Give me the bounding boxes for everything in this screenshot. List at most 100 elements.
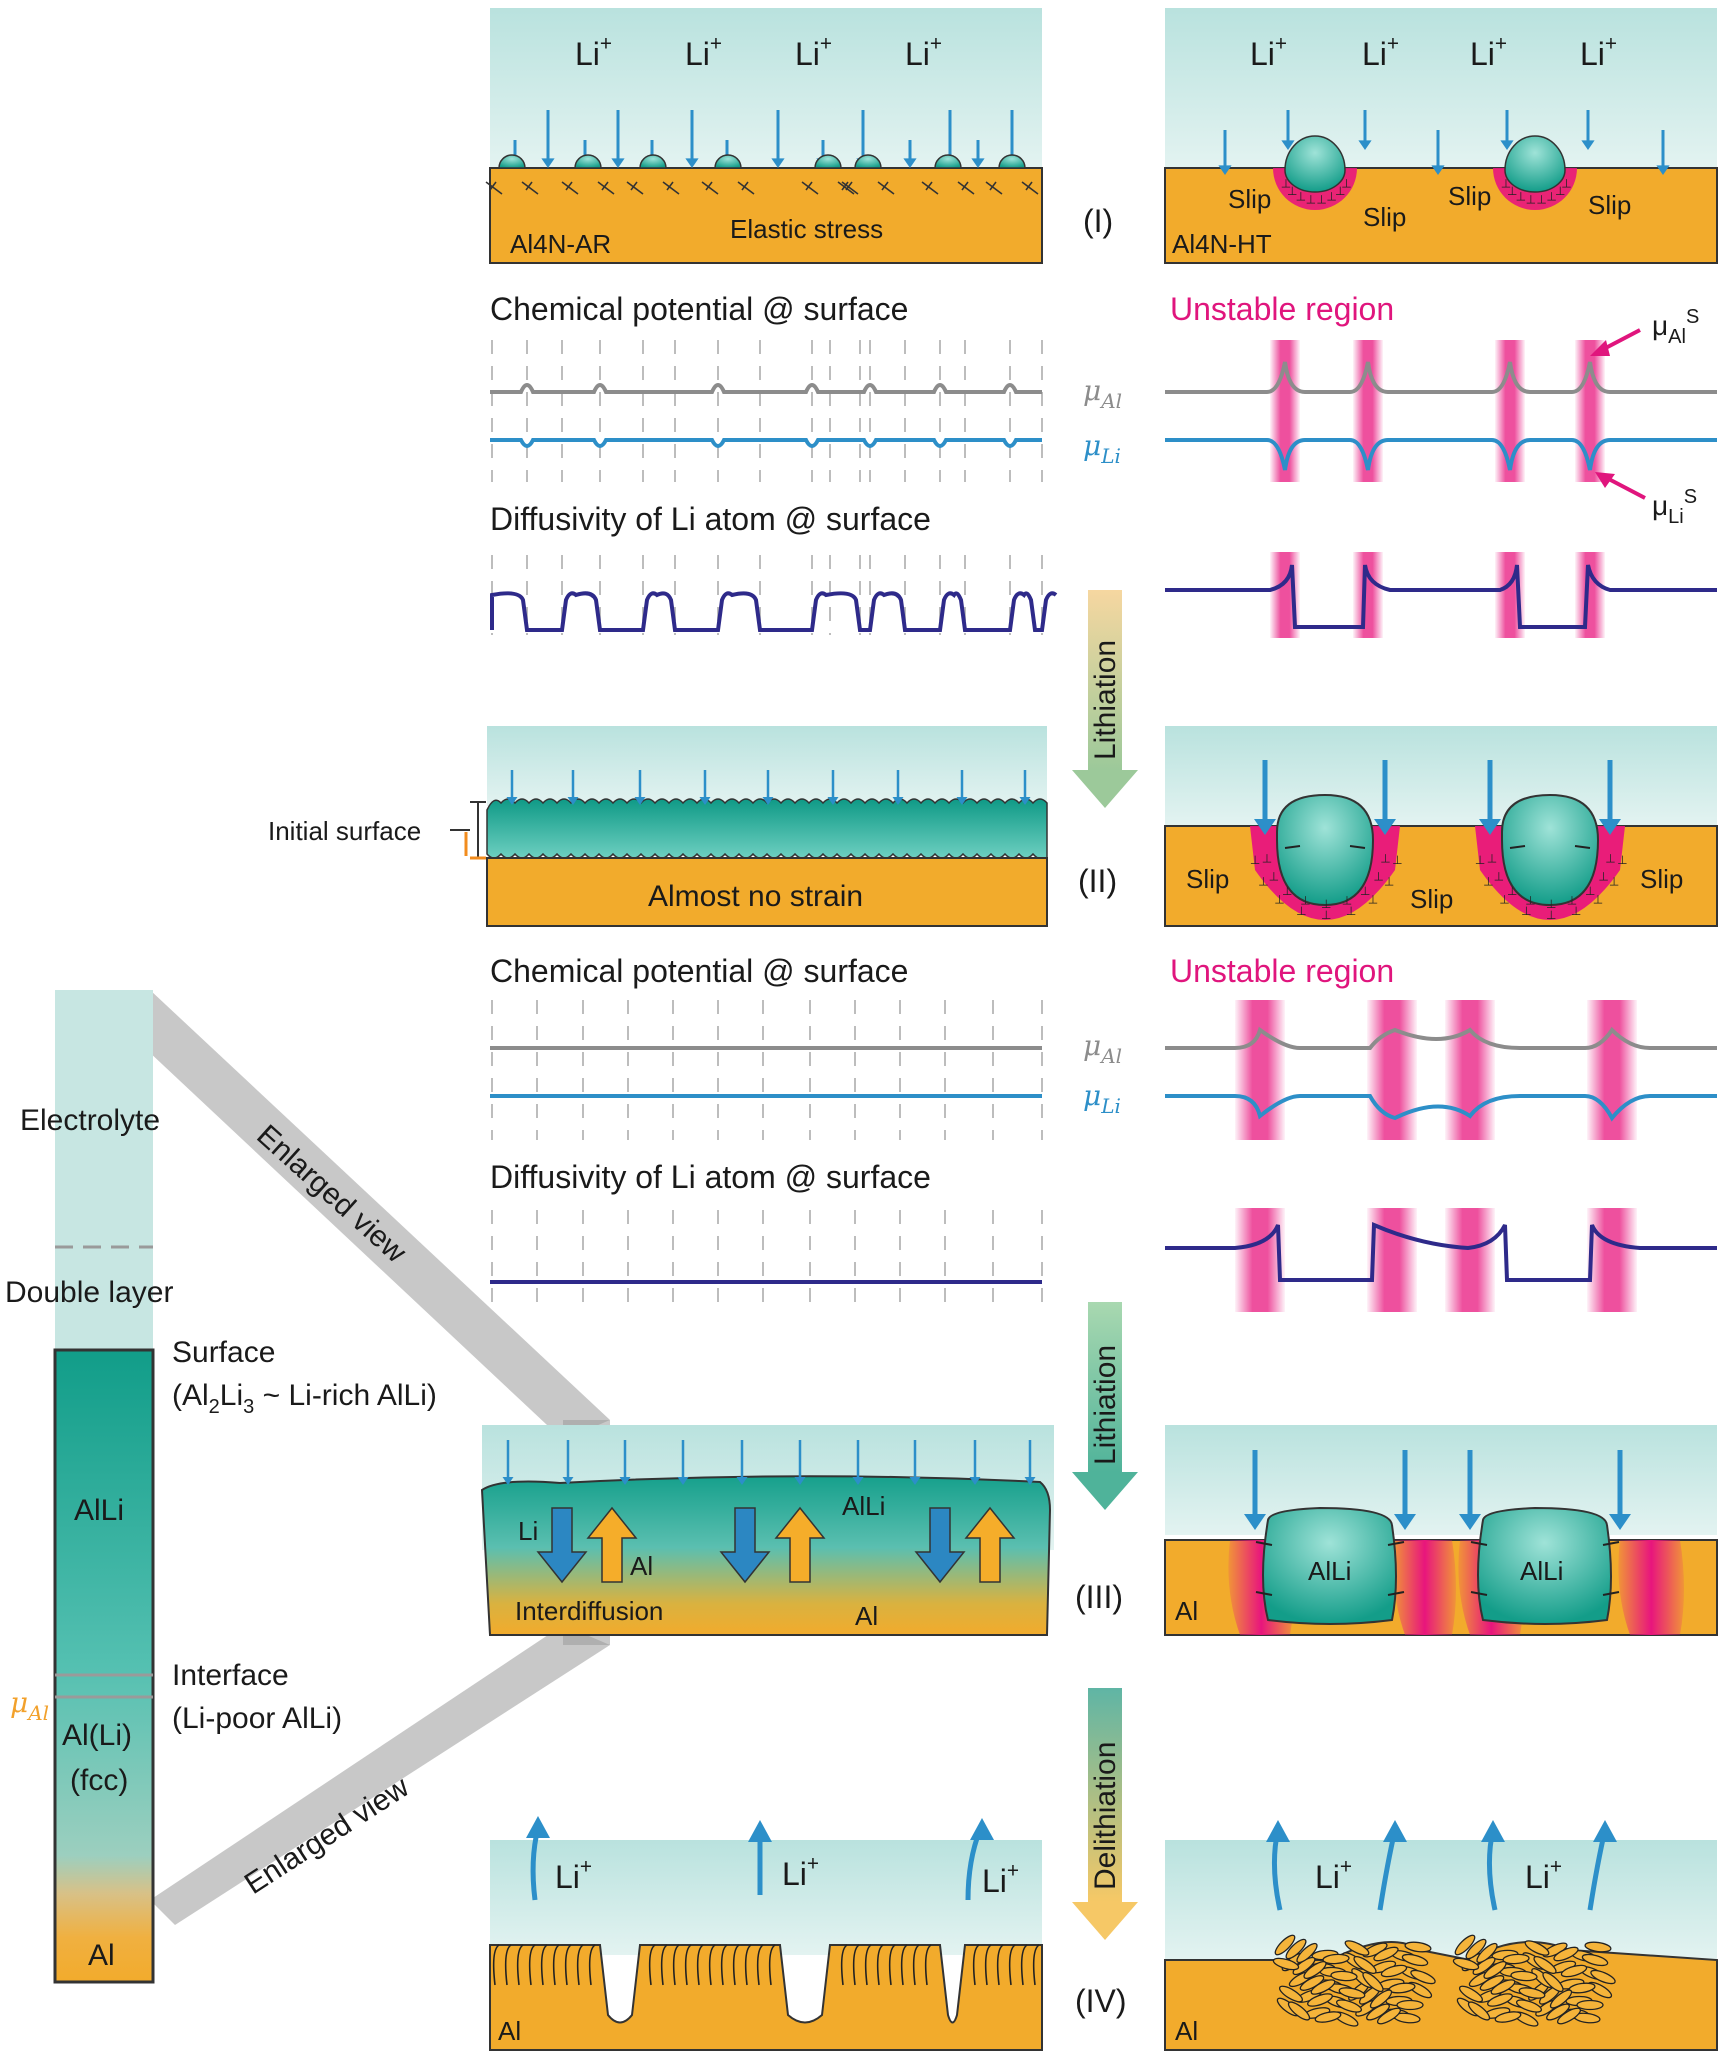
al-fragment	[1458, 1985, 1484, 2003]
pore-wall	[540, 1944, 548, 1986]
pink-strain-zone	[1393, 1540, 1456, 1635]
al-fragment	[1553, 1946, 1579, 1962]
al-fragment	[1401, 1953, 1429, 1967]
al-fragment	[1287, 2001, 1311, 2021]
alli-nucleus	[574, 154, 602, 169]
label-al: Al	[1175, 1596, 1198, 1626]
unstable-band	[1445, 1000, 1495, 1140]
diffusivity-plot-2	[490, 1208, 1717, 1312]
li-ion-label: Li+	[795, 33, 832, 72]
label-elastic-stress: Elastic stress	[730, 214, 883, 244]
dislocation-mark	[601, 181, 609, 191]
al-fragment	[1533, 1956, 1557, 1974]
li-flux-arrow-head	[562, 1477, 574, 1485]
mu-al-s-annotation: μAlS	[1590, 306, 1699, 356]
li-diffusion-arrow	[719, 1507, 771, 1584]
li-flux-arrow-head	[1358, 140, 1372, 150]
mu-li-curve	[1165, 1094, 1717, 1122]
stress-arrow	[1387, 1591, 1405, 1596]
label-alli: AlLi	[842, 1491, 885, 1521]
al-fragment	[1314, 2011, 1342, 2023]
stage4-right-panel: Li+Li+ Al	[1164, 1820, 1718, 2051]
mu-al-column-label: μAl	[10, 1686, 49, 1725]
li-flux-arrow-head	[685, 158, 699, 168]
pore-wall	[1032, 1944, 1040, 1986]
pore-wall	[720, 1944, 728, 1986]
stress-arrow	[1349, 845, 1366, 849]
al-fragment	[1278, 1985, 1304, 2003]
stress-arrow	[1255, 1591, 1273, 1596]
dislocation-mark: ⊥	[1546, 908, 1556, 922]
li-extraction-arrow-head	[1481, 1820, 1505, 1842]
al-fragment	[1483, 1961, 1507, 1979]
al-fragment	[1490, 1979, 1516, 1995]
dislocation-mark: ⊥	[1368, 892, 1378, 906]
alli-particle	[1501, 793, 1600, 907]
pore-wall	[996, 1944, 1004, 1986]
dislocation-mark: ⊥	[1321, 897, 1331, 911]
dislocation-mark: ⊥	[1475, 853, 1485, 867]
li-flux-arrow-head	[1599, 819, 1621, 835]
pore-wall	[888, 1944, 896, 1986]
li-flux-arrow-head	[1254, 819, 1276, 835]
stage3-right-panel: Al AlLi AlLi	[1164, 1425, 1718, 1636]
mu-al-label: μAl	[1083, 1029, 1122, 1068]
diffusivity-plot-1	[490, 552, 1717, 638]
mu-li-s-annotation: μLiS	[1595, 472, 1697, 528]
al-diffusion-arrow	[964, 1506, 1016, 1583]
dislocation-mark: ⊥	[1262, 851, 1272, 865]
dislocation-mark	[957, 181, 975, 195]
li-flux-arrow-head	[1019, 797, 1031, 805]
svg-text:Delithiation: Delithiation	[1089, 1742, 1122, 1890]
alli-nucleus	[498, 154, 526, 169]
pore-wall	[744, 1944, 752, 1986]
al-fragment	[1502, 1953, 1530, 1965]
svg-text:Lithiation: Lithiation	[1089, 1345, 1122, 1465]
mu-li-curve	[1165, 438, 1717, 471]
pore-wall	[648, 1944, 656, 1986]
li-flux-arrow-head	[903, 158, 917, 168]
dislocation-mark: ⊥	[1282, 884, 1292, 898]
lithiation-arrow-1: Lithiation	[1072, 590, 1138, 808]
dislocation-mark	[805, 181, 813, 191]
pore-wall	[876, 1944, 884, 1986]
dislocation-mark: ⊥	[1392, 853, 1402, 867]
al-fragment	[1584, 1941, 1612, 1953]
svg-text:μLiS: μLiS	[1652, 486, 1697, 528]
alli-nucleus	[854, 154, 882, 169]
stress-arrow	[1387, 1541, 1405, 1546]
dislocation-mark	[961, 181, 969, 191]
dislocation-mark: ⊥	[1567, 894, 1577, 908]
pore-wall	[516, 1944, 524, 1986]
li-flux-arrow-head	[502, 1477, 514, 1485]
al-fragment	[1581, 1953, 1609, 1967]
li-flux-arrow-head	[1281, 140, 1295, 150]
label-alli: AlLi	[1520, 1556, 1563, 1586]
label-slip: Slip	[1640, 864, 1683, 894]
al-fragment	[1330, 1970, 1358, 1982]
pore-wall	[924, 1944, 932, 1986]
li-flux-arrow-head	[909, 1477, 921, 1485]
dislocation-mark	[989, 181, 997, 191]
li-extraction-arrow-head	[1266, 1820, 1290, 1842]
unstable-region-title: Unstable region	[1170, 291, 1394, 327]
stage1-left-panel: Al4N-AR Elastic stress Li+Li+Li+Li+	[485, 8, 1043, 264]
diffusivity-curve	[1165, 564, 1717, 629]
dislocation-mark	[845, 181, 853, 191]
al-fragment	[1366, 2003, 1390, 2021]
al-fragment	[1465, 1938, 1487, 1960]
li-diffusion-arrow	[536, 1507, 588, 1584]
label-li: Li	[518, 1516, 538, 1546]
li-extraction-arrow-head	[748, 1820, 772, 1842]
dislocation-mark: ⊥	[1287, 184, 1297, 198]
dislocation-mark: ⊥	[1521, 904, 1531, 918]
li-extraction-arrow-head	[1593, 1820, 1617, 1842]
dislocation-mark: ⊥	[1617, 853, 1627, 867]
unstable-region-title: Unstable region	[1170, 953, 1394, 989]
li-flux-arrow-head	[1479, 819, 1501, 835]
dislocation-mark: ⊥	[1306, 193, 1316, 207]
label-slip: Slip	[1410, 884, 1453, 914]
al-fragment	[1307, 1993, 1333, 2007]
li-flux-arrow-head	[1609, 1514, 1631, 1530]
